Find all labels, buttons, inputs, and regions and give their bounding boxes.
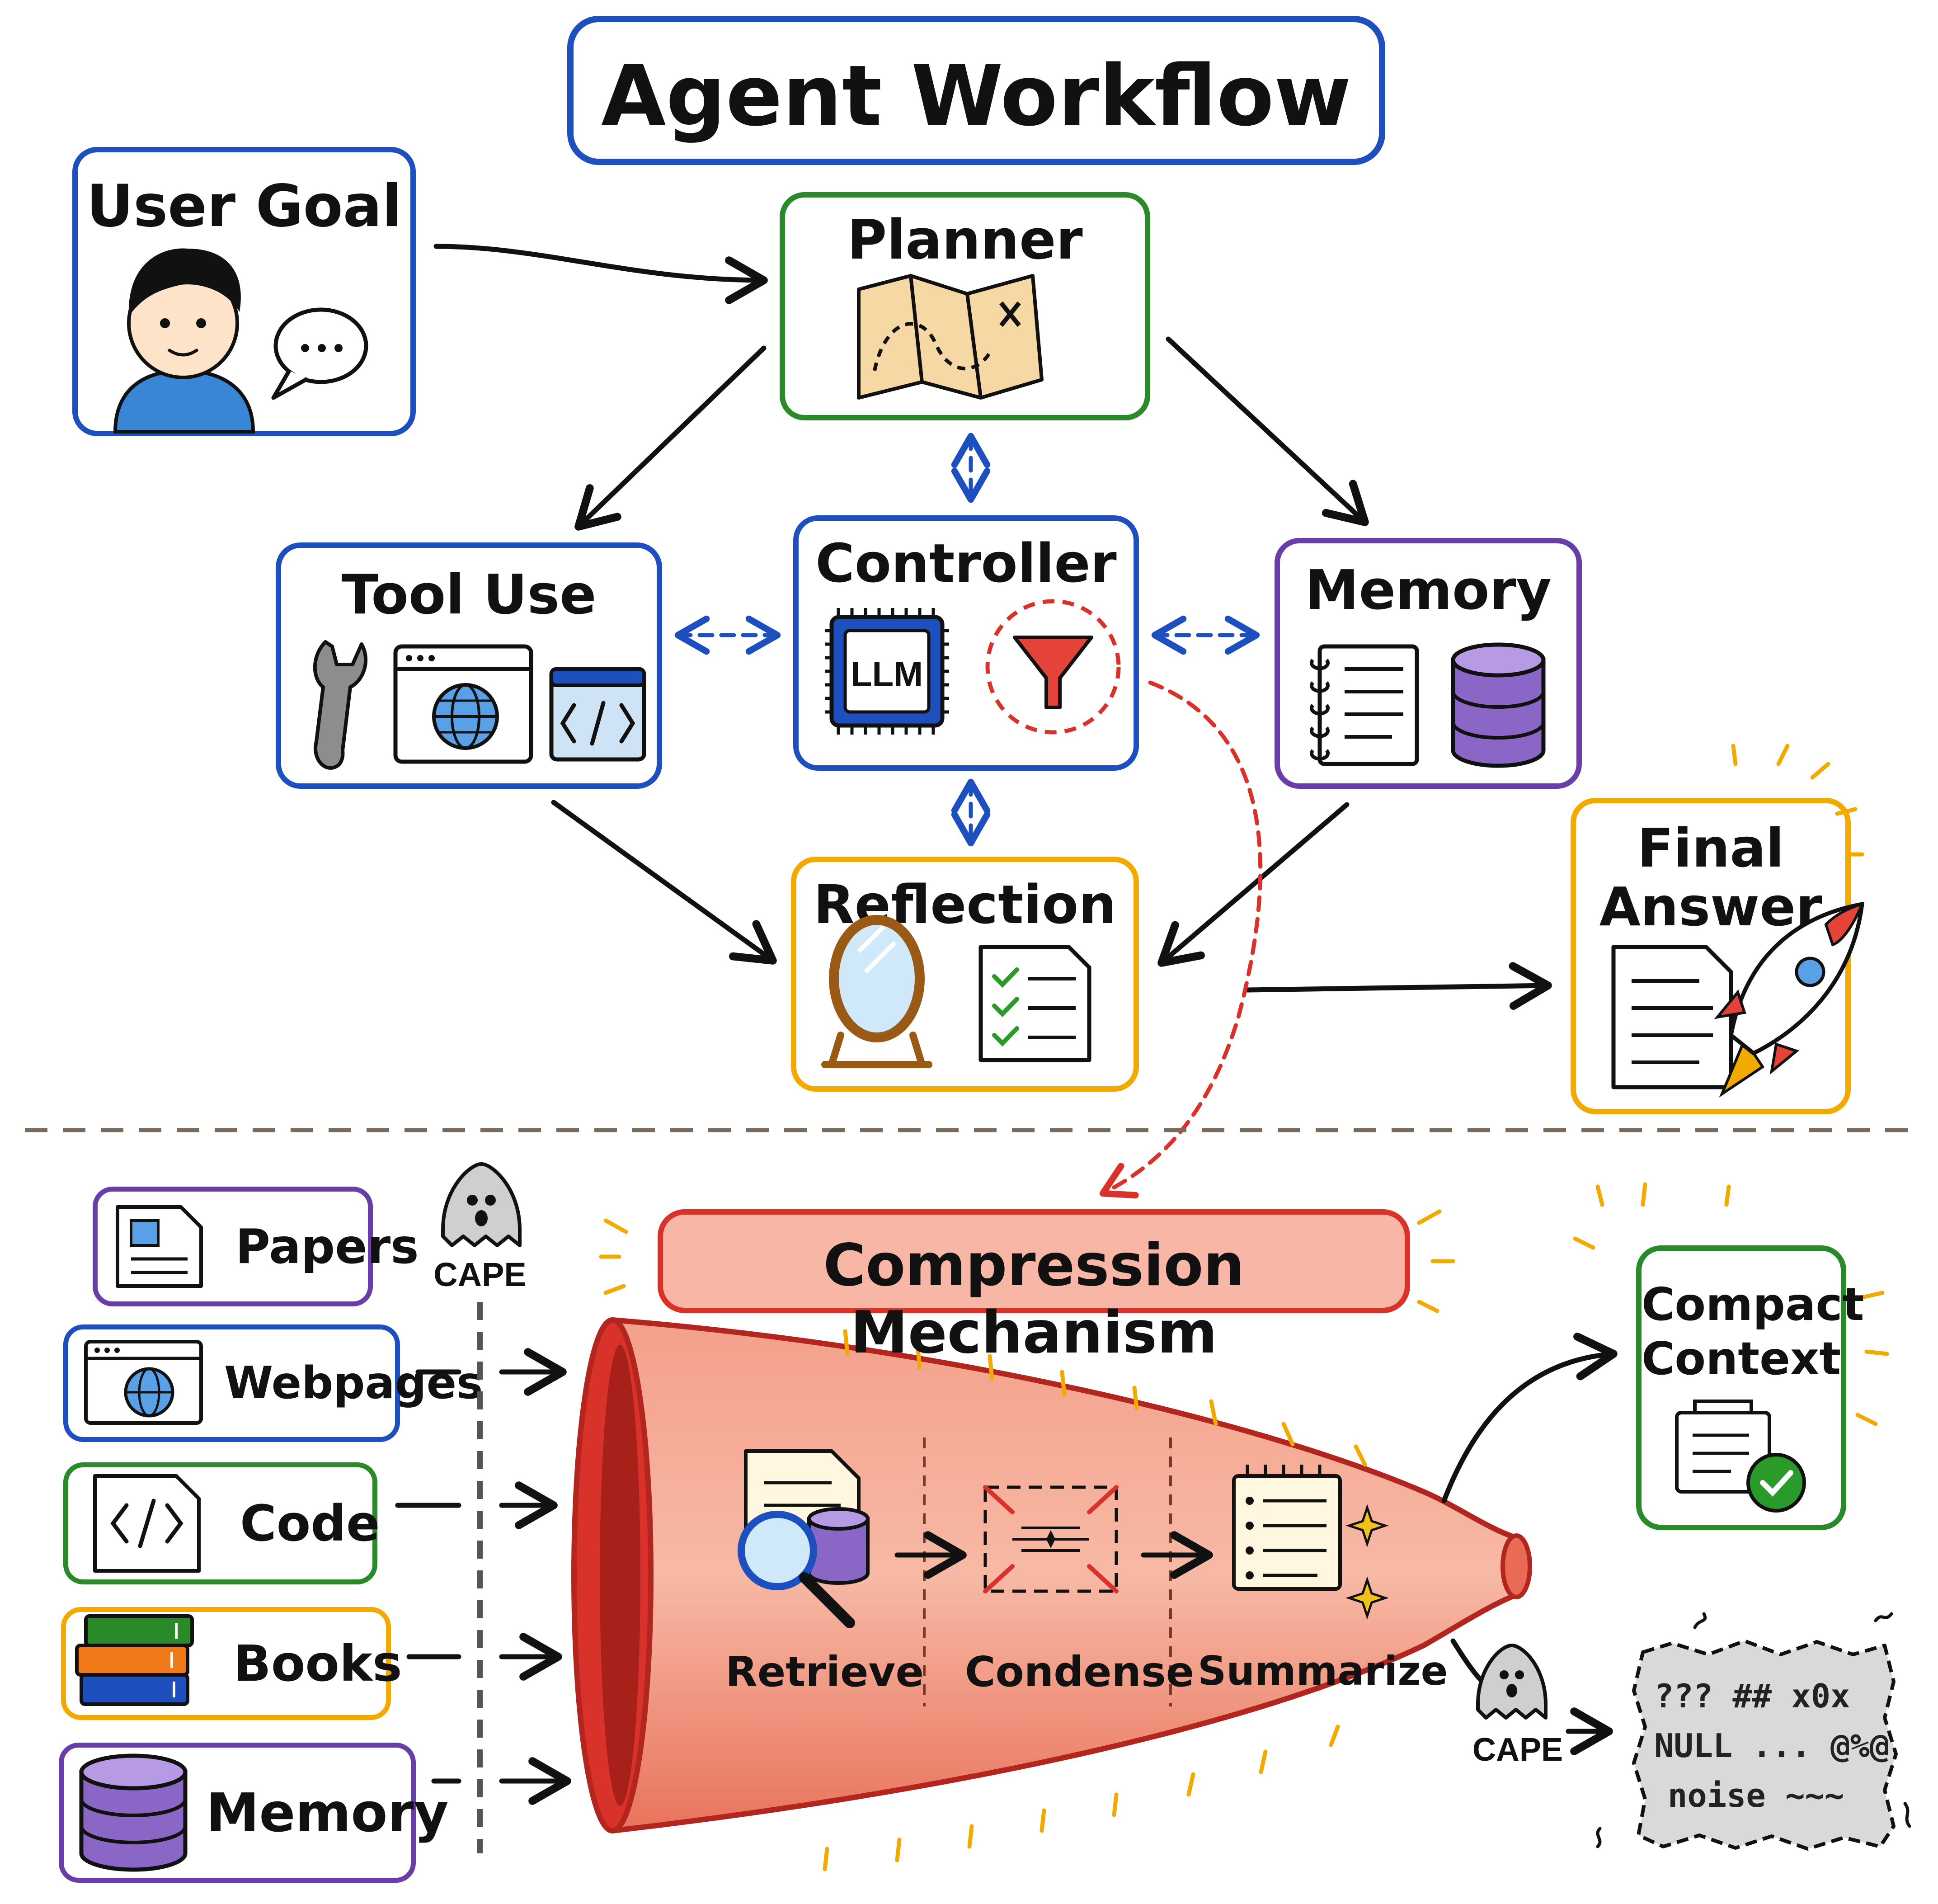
funnel-glow xyxy=(823,1329,1367,1871)
compression-title-box: Compression Mechanism xyxy=(658,1209,1410,1367)
node-compact-context: Compact Context xyxy=(1636,1245,1864,1530)
arrow-planner-to-tooluse xyxy=(574,345,767,531)
browser-globe-icon xyxy=(84,1340,203,1425)
database-icon xyxy=(1451,642,1546,768)
diagram-title: Agent Workflow xyxy=(601,47,1351,145)
title-box: Agent Workflow xyxy=(567,16,1385,165)
noise-line-2: NULL ... @%@ xyxy=(1654,1727,1890,1765)
ghost-icon xyxy=(441,1162,522,1247)
cape-label-bottom: CAPE xyxy=(1472,1732,1563,1768)
cpu-chip-label: LLM xyxy=(851,654,923,694)
wrench-icon xyxy=(313,640,368,770)
arrow-tooluse-to-reflection xyxy=(551,800,777,965)
compression-funnel xyxy=(571,1317,1532,1833)
user-goal-label: User Goal xyxy=(86,173,402,240)
document-icon xyxy=(1611,945,1733,1089)
paper-document-icon xyxy=(116,1205,203,1288)
compact-context-label-line2: Context xyxy=(1642,1332,1841,1385)
compact-context-label-line1: Compact xyxy=(1642,1278,1864,1331)
database-icon xyxy=(79,1753,188,1872)
title-glow xyxy=(599,1209,1455,1313)
noise-line-3: noise ~~~ xyxy=(1668,1777,1844,1814)
cape-label-top: CAPE xyxy=(433,1256,527,1293)
arrow-funnel-to-compact xyxy=(1441,1333,1618,1503)
stage-label-summarize: Summarize xyxy=(1198,1648,1448,1694)
code-window-icon xyxy=(549,667,646,762)
controller-label: Controller xyxy=(815,532,1117,594)
clipboard-check-icon xyxy=(1675,1400,1806,1513)
code-file-icon xyxy=(93,1474,201,1573)
books-icon xyxy=(75,1614,194,1706)
ghost-icon xyxy=(1476,1644,1548,1720)
notebook-icon xyxy=(1310,644,1419,766)
final-answer-label-line1: Final xyxy=(1637,817,1784,879)
planner-label: Planner xyxy=(847,209,1083,272)
mirror-icon xyxy=(821,915,932,1068)
compact-glow xyxy=(1573,1182,1889,1426)
source-memory-label: Memory xyxy=(206,1781,449,1844)
source-books-label: Books xyxy=(233,1635,402,1692)
person-icon xyxy=(113,248,255,434)
tool-use-label: Tool Use xyxy=(341,564,597,627)
rocket-icon xyxy=(1714,744,1865,1098)
source-papers-label: Papers xyxy=(235,1219,419,1274)
noise-box xyxy=(1632,1639,1898,1851)
condense-arrows-icon xyxy=(983,1485,1119,1593)
notepad-sparkle-icon xyxy=(1232,1465,1389,1620)
noise-squiggles xyxy=(1596,1612,1911,1848)
source-webpages-label: Webpages xyxy=(224,1357,483,1409)
arrow-reflection-to-final xyxy=(1245,962,1552,1010)
stage-label-condense: Condense xyxy=(965,1648,1195,1696)
arrow-planner-to-memory xyxy=(1166,336,1369,526)
compression-title: Compression Mechanism xyxy=(823,1232,1245,1367)
speech-bubble-icon xyxy=(271,307,368,400)
cpu-chip-icon xyxy=(825,608,949,735)
map-icon xyxy=(857,274,1044,400)
arrow-memory-to-reflection xyxy=(1157,802,1350,967)
browser-globe-icon xyxy=(393,644,533,764)
checklist-icon xyxy=(978,945,1091,1062)
final-answer-label-line2: Answer xyxy=(1599,876,1822,938)
arrow-goal-to-planner xyxy=(433,244,768,304)
magnifier-database-icon xyxy=(738,1449,870,1628)
funnel-icon xyxy=(985,599,1121,735)
noise-line-1: ??? ## x0x xyxy=(1654,1677,1850,1715)
memory-label: Memory xyxy=(1305,559,1552,622)
arrow-funnel-to-cape xyxy=(1450,1638,1485,1684)
arrow-controller-to-compression xyxy=(1099,680,1263,1199)
stage-label-retrieve: Retrieve xyxy=(725,1648,924,1696)
source-code-label: Code xyxy=(240,1494,380,1552)
